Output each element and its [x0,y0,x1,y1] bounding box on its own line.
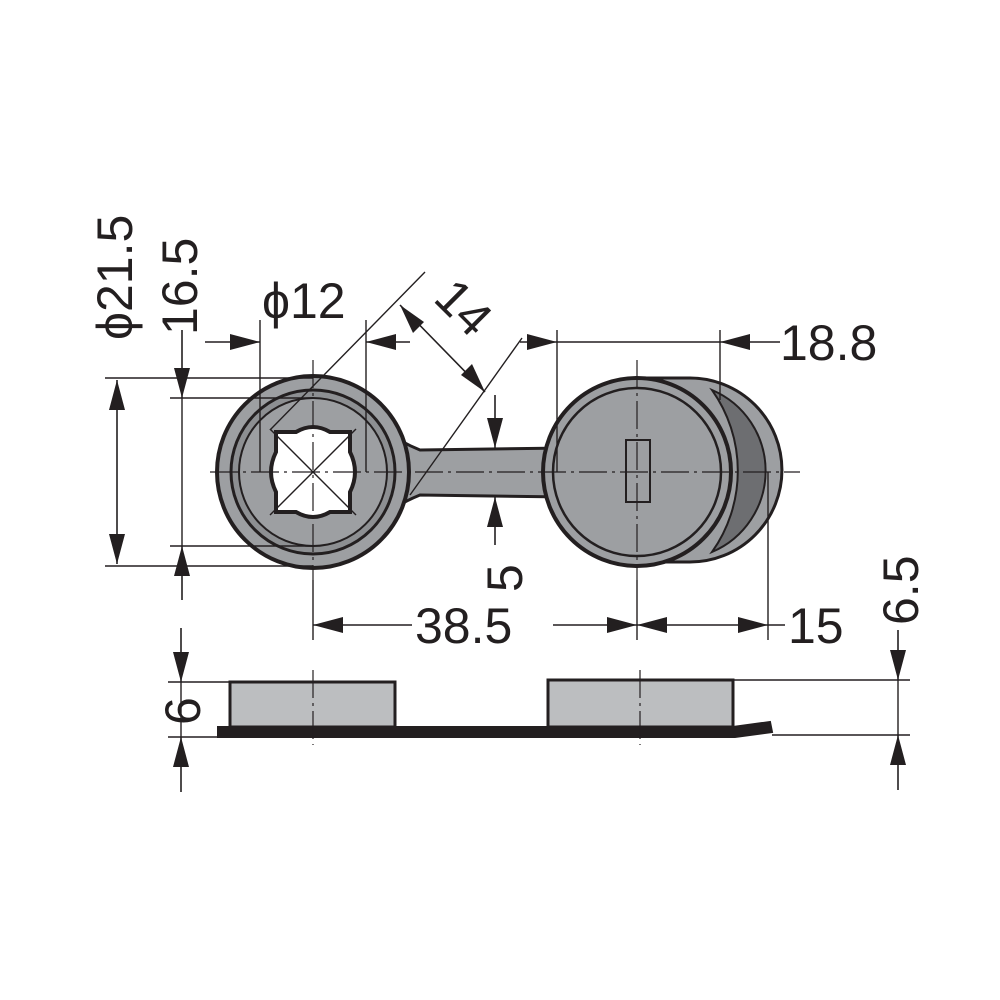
cap-offset-label: 18.8 [780,315,877,371]
dim-outer-diameter: ϕ21.5 [87,215,313,567]
cap-shadow [709,387,767,555]
dim-overall-height: 6.5 [733,555,929,790]
angle-length-label: 14 [424,268,503,347]
dim-body-height: 6 [155,628,230,792]
dim-inner-height: 16.5 [152,238,313,600]
bore-diameter-label: ϕ12 [262,273,346,329]
neck-width-label: 5 [477,564,533,592]
cap-slot [625,439,651,503]
inner-height-label: 16.5 [152,238,208,335]
body-height-label: 6 [155,697,211,725]
dim-neck-width: 5 [477,395,533,592]
dim-cap-offset: 18.8 [520,315,877,472]
side-view [217,670,774,745]
dim-cap-radius: 15 [637,472,844,654]
overall-height-label: 6.5 [873,555,929,625]
outer-diameter-label: ϕ21.5 [87,215,143,340]
top-view [210,360,800,580]
center-distance-label: 38.5 [415,598,512,654]
cap-radius-label: 15 [788,598,844,654]
dim-bore-diameter: ϕ12 [205,273,410,472]
dim-center-distance: 38.5 [312,580,638,654]
